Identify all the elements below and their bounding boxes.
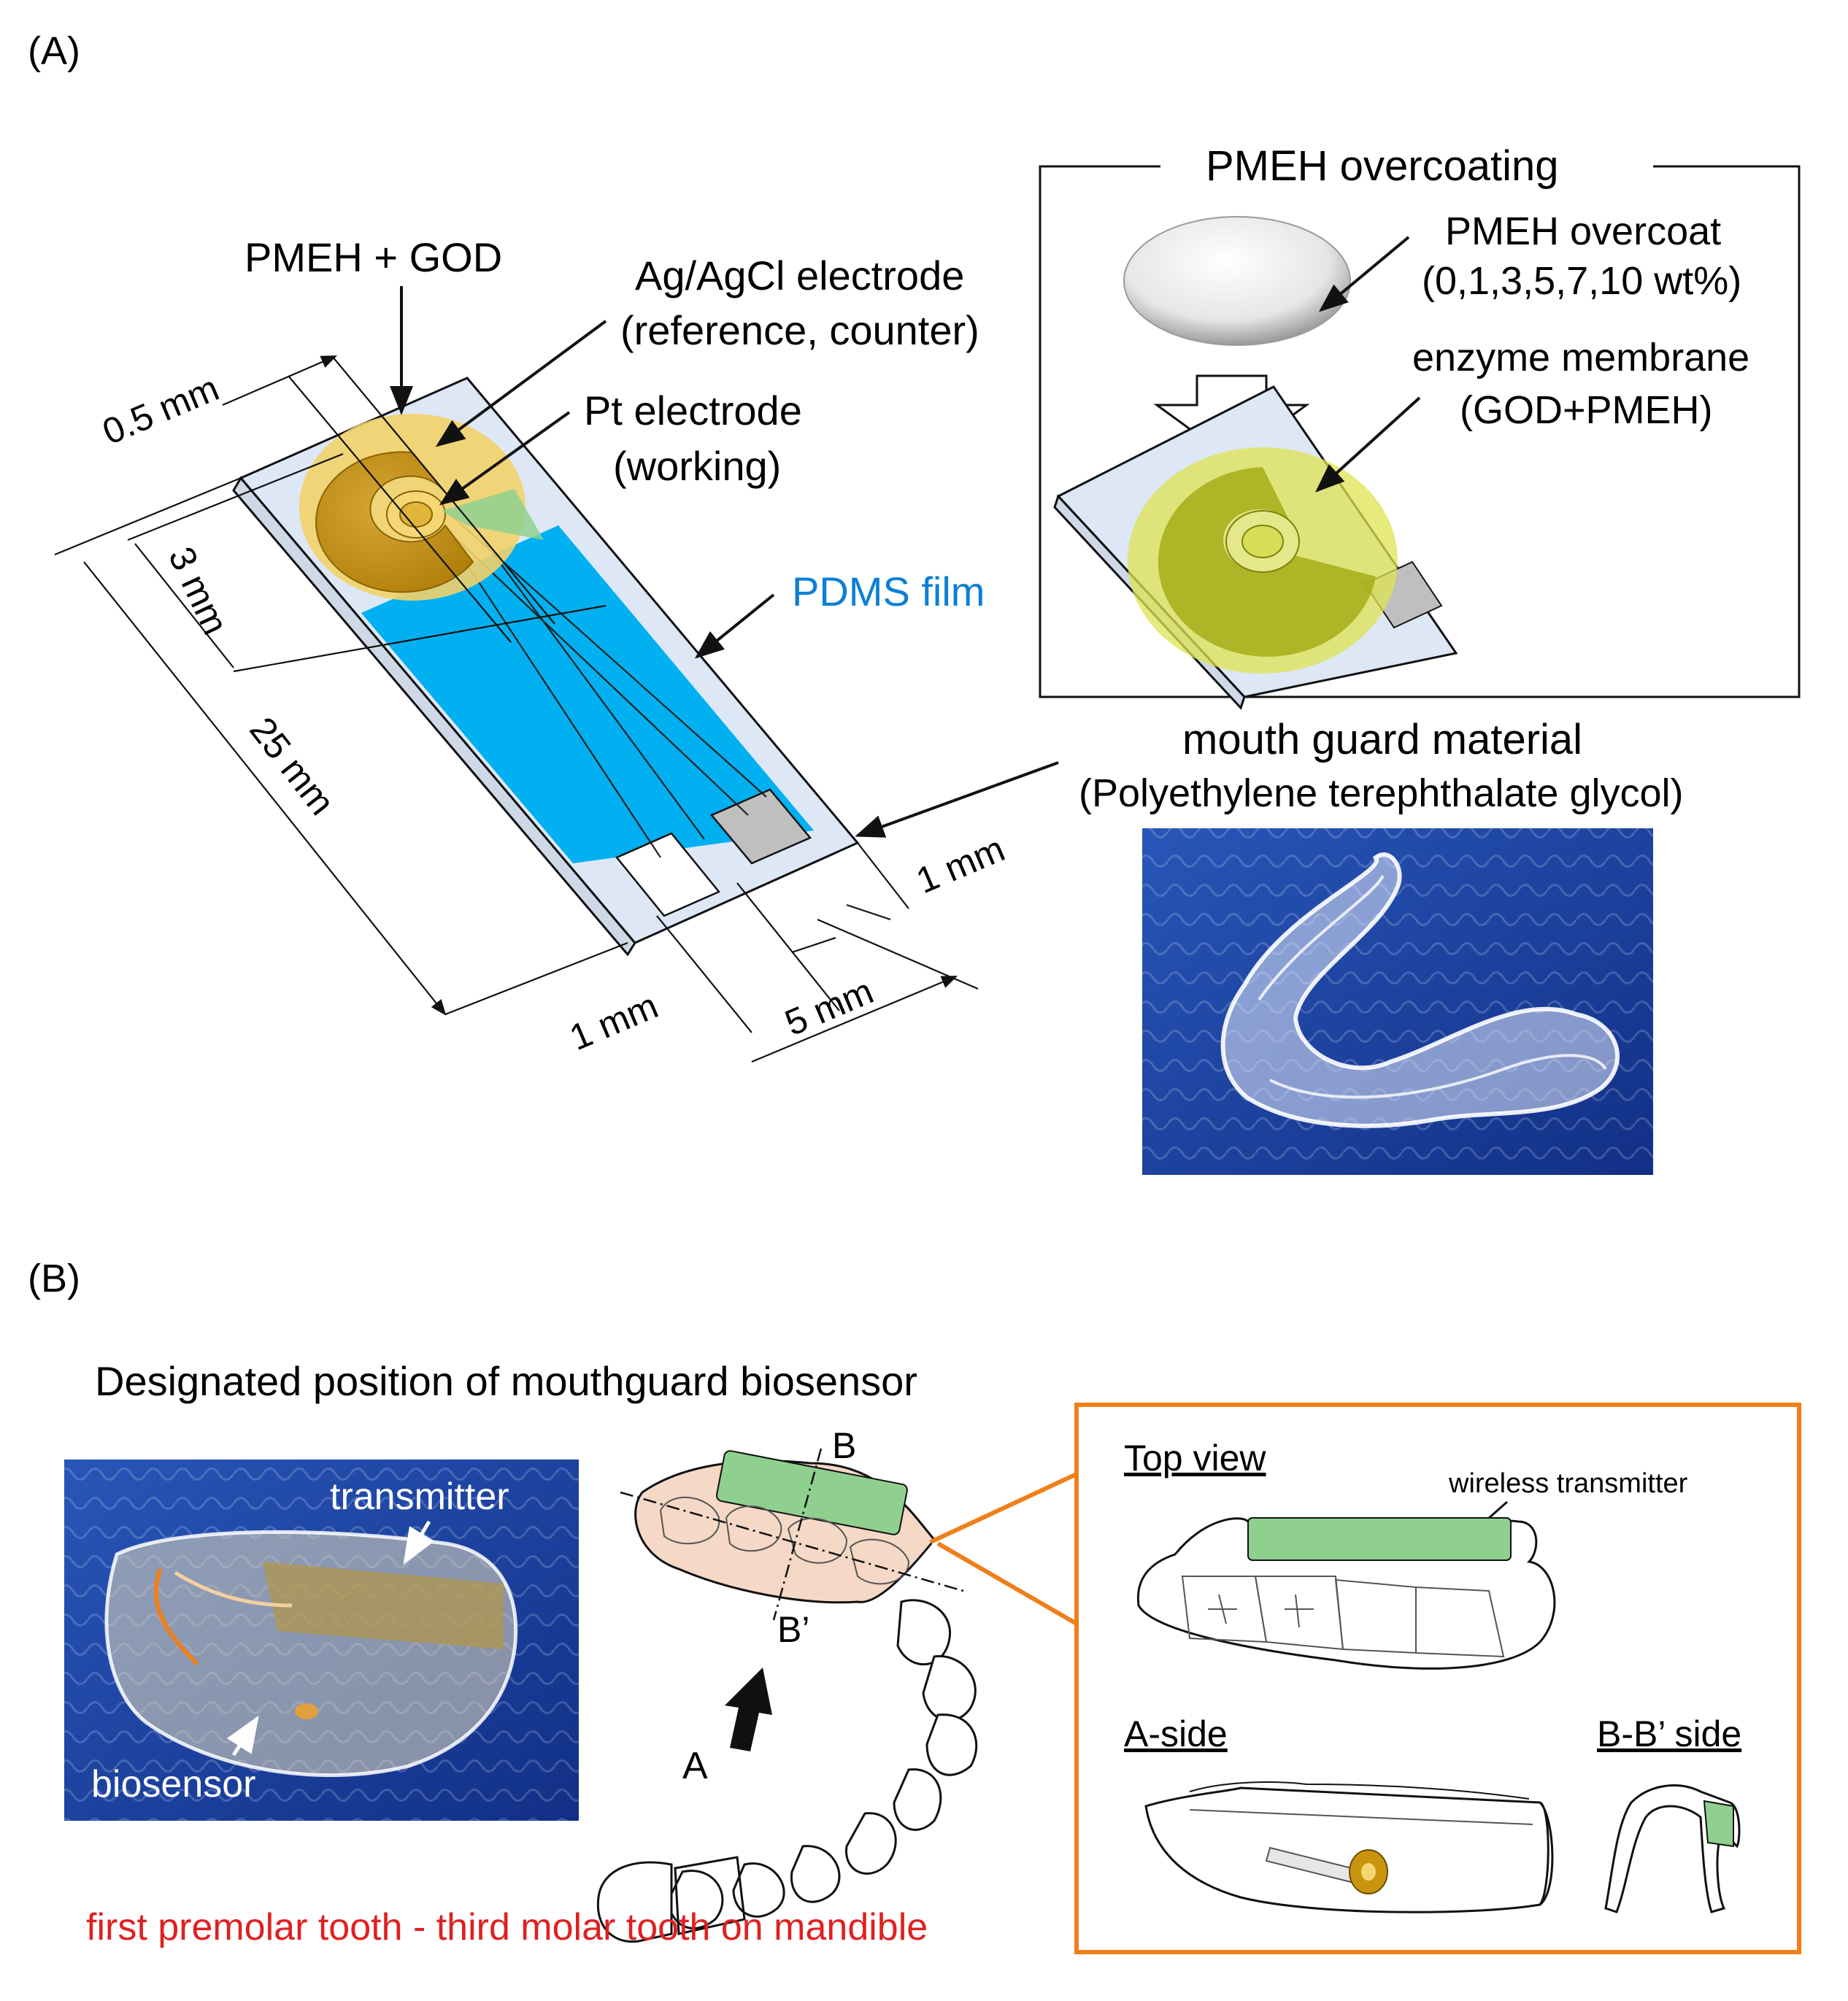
pdms-film xyxy=(361,525,814,863)
dim-1mm-right: 1 mm xyxy=(910,828,1010,901)
top-view-heading: Top view xyxy=(1124,1438,1266,1478)
bb-side-heading: B-B’ side xyxy=(1597,1713,1741,1754)
mouthguard-photo xyxy=(1142,828,1653,1175)
view-a-label: A xyxy=(682,1745,708,1787)
contact-pad-left xyxy=(615,832,721,917)
biosensor-label: biosensor xyxy=(91,1763,255,1805)
pdms-film-label: PDMS film xyxy=(792,568,985,614)
top-view-transmitter xyxy=(1247,1517,1512,1561)
membrane-label-1: enzyme membrane xyxy=(1412,336,1749,379)
section-b-prime-label: B’ xyxy=(777,1609,809,1650)
transmitter-label: transmitter xyxy=(330,1476,509,1518)
panel-a-label: (A) xyxy=(28,29,80,73)
membrane-label-2: (GOD+PMEH) xyxy=(1460,388,1713,432)
section-b-label: B xyxy=(832,1425,856,1466)
overcoating-box: PMEH overcoating PMEH overcoat (0,1,3,5,… xyxy=(1039,142,1801,710)
panel-b-label: (B) xyxy=(28,1257,80,1300)
agagcl-label-2: (reference, counter) xyxy=(620,307,979,353)
pmeh-overcoat-disc xyxy=(1123,216,1351,346)
dim-1mm-bottom: 1 mm xyxy=(563,985,663,1058)
pt-electrode-label-1: Pt electrode xyxy=(584,388,802,433)
agagcl-electrode xyxy=(315,451,474,593)
pmeh-god-label: PMEH + GOD xyxy=(245,234,502,280)
panel-b-title: Designated position of mouthguard biosen… xyxy=(95,1358,917,1404)
mouthguard-label-1: mouth guard material xyxy=(1182,716,1582,763)
dim-25mm: 25 mm xyxy=(242,709,342,822)
dim-0-5mm: 0.5 mm xyxy=(96,367,224,452)
dim-5mm: 5 mm xyxy=(779,971,879,1044)
a-side-heading: A-side xyxy=(1124,1713,1228,1754)
agagcl-label-1: Ag/AgCl electrode xyxy=(635,252,964,298)
contact-pad-right xyxy=(709,788,812,865)
pt-electrode-label-2: (working) xyxy=(613,443,781,489)
wireless-transmitter-label: wireless transmitter xyxy=(1448,1468,1688,1499)
view-a-arrow xyxy=(725,1668,772,1751)
detail-callout: Top view wireless transmitter A-side B-B… xyxy=(929,1403,1801,1954)
sensor-strip xyxy=(232,377,860,957)
overcoat-label-1: PMEH overcoat xyxy=(1445,209,1721,253)
overcoat-label-2: (0,1,3,5,7,10 wt%) xyxy=(1422,259,1741,303)
jaw-diagram: B B’ A xyxy=(596,1425,978,1943)
overcoating-title: PMEH overcoating xyxy=(1206,142,1559,190)
a-side-outline xyxy=(1144,1786,1549,1913)
mouthguard-label-2: (Polyethylene terephthalate glycol) xyxy=(1079,771,1683,815)
jaw-transmitter xyxy=(715,1450,908,1535)
biosensor-photo: transmitter biosensor xyxy=(64,1460,579,1821)
dimension-lines xyxy=(54,355,979,1063)
tooth-range-caption: first premolar tooth - third molar tooth… xyxy=(86,1906,928,1948)
